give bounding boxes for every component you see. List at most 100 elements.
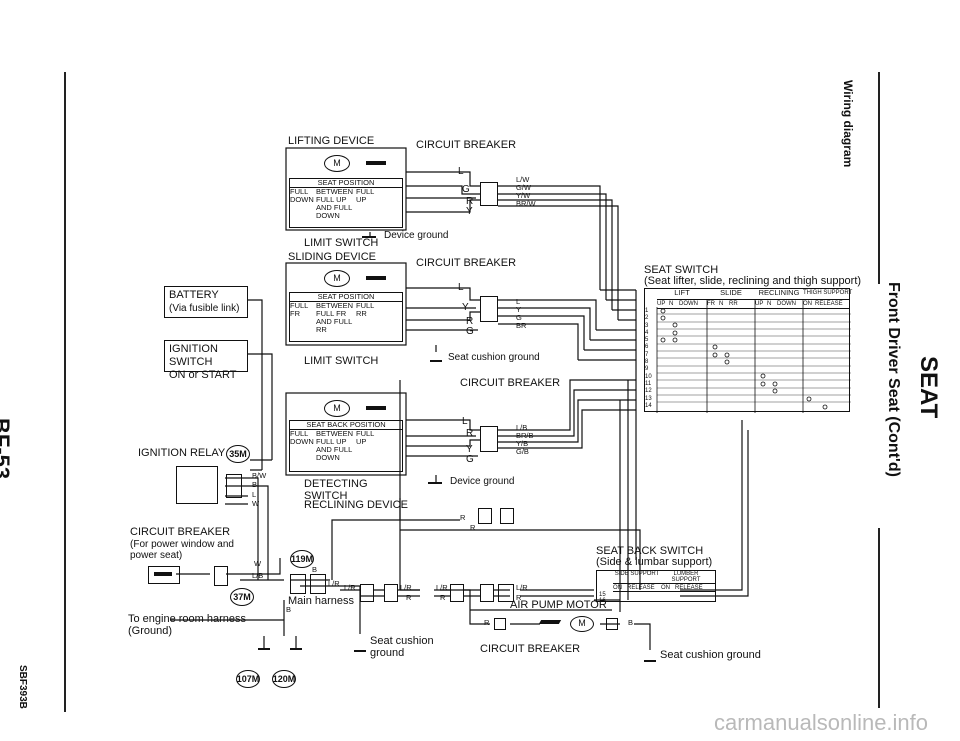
reclining-detect-label: DETECTING SWITCH <box>304 478 368 502</box>
sliding-ground-label: Seat cushion ground <box>448 352 540 363</box>
harness-connector-5 <box>498 584 514 602</box>
lifting-wire-g: G <box>462 184 470 195</box>
ss-col-9: DOWN <box>777 301 796 307</box>
lifting-conn-wire-2: G/W <box>516 183 531 192</box>
lifting-wire-l: L <box>458 166 464 177</box>
sliding-breaker-icon <box>366 276 386 280</box>
lifting-conn-wire-4: BR/W <box>516 199 536 208</box>
lifting-motor-icon: M <box>324 155 350 172</box>
main-harness-connector-b <box>310 574 326 594</box>
pw-wire-lb: L/B <box>252 571 264 580</box>
sliding-conn-wire-4: BR <box>516 321 527 330</box>
lifting-ground-icon <box>362 236 376 238</box>
relay-wire-bw: B/W <box>252 471 267 480</box>
sliding-ground-icon <box>430 350 442 362</box>
sliding-pos-title: SEAT POSITION <box>290 293 402 302</box>
harness-connector-1 <box>360 584 374 602</box>
relay-wire-w: W <box>252 499 260 508</box>
reclining-conn-wire-2: BR/B <box>516 431 534 440</box>
air-pump-connector-right <box>606 618 618 630</box>
ss-row-7: 7 <box>645 351 649 358</box>
pw-breaker-label: CIRCUIT BREAKER <box>130 526 231 538</box>
sliding-conn-wire-3: G <box>516 313 522 322</box>
ignition-relay-connector <box>226 474 242 498</box>
ss-col-5: N <box>719 301 724 307</box>
bs-col-3: ON <box>661 585 670 591</box>
sliding-pos-between: BETWEEN FULL FR AND FULL RR <box>316 301 354 334</box>
main-harness-connector-a <box>290 574 306 594</box>
ground-wire-b: B <box>286 605 292 614</box>
reclining-motor-icon: M <box>324 400 350 417</box>
sliding-device-label: SLIDING DEVICE <box>288 251 377 263</box>
lifting-pos-down: FULL DOWN <box>290 187 314 204</box>
pw-breaker-body <box>148 566 180 584</box>
sliding-motor-icon: M <box>324 270 350 287</box>
seat-switch-table: LIFT SLIDE RECLINING THIGH SUPPORT UP N … <box>644 288 852 413</box>
ss-row-8: 8 <box>645 359 649 366</box>
ss-col-2: N <box>669 301 674 307</box>
lifting-wire-y: Y <box>466 206 473 217</box>
right-border-line-bottom <box>878 528 880 708</box>
reclining-conn-wire-1: L/B <box>516 423 528 432</box>
back-switch-title: SEAT BACK SWITCH <box>596 545 704 557</box>
harness-wire-1: L/R <box>344 583 356 592</box>
air-pump-wire-b: B <box>628 618 634 627</box>
reclining-pos-title: SEAT BACK POSITION <box>290 421 402 430</box>
ss-row-3: 3 <box>645 322 649 329</box>
ss-col-7: UP <box>755 301 764 307</box>
main-harness-wire-lr: L/R <box>328 579 340 588</box>
sliding-wire-y: Y <box>462 302 469 313</box>
reclining-conn-wire-3: Y/B <box>516 439 529 448</box>
ss-col-8: N <box>767 301 772 307</box>
ss-col-1: UP <box>657 301 666 307</box>
air-pump-label: AIR PUMP MOTOR <box>510 599 607 611</box>
seat-ground-left-line2: ground <box>370 647 405 659</box>
reclining-ground-label: Device ground <box>450 476 515 487</box>
sliding-conn-wire-2: Y <box>516 305 522 314</box>
lifting-wire-r: R <box>466 196 474 207</box>
sliding-breaker-label: CIRCUIT BREAKER <box>416 257 517 269</box>
harness-connector-4 <box>480 584 494 602</box>
sliding-position-table: SEAT POSITION FULL FR BETWEEN FULL FR AN… <box>289 292 403 342</box>
connector-120m: 120M <box>272 670 296 688</box>
pw-breaker-connector <box>214 566 228 586</box>
ss-row-9: 9 <box>645 366 649 373</box>
ss-row-11: 11 <box>645 380 652 387</box>
lifting-conn-wire-1: L/W <box>516 175 530 184</box>
pw-breaker-sub2: power seat) <box>130 550 183 561</box>
seat-ground-left-line1: Seat cushion <box>370 635 434 647</box>
air-pump-breaker-label: CIRCUIT BREAKER <box>480 643 581 655</box>
harness-wire-4: L/R <box>436 583 448 592</box>
ground-note-line1: To engine room harness <box>128 613 247 625</box>
lifting-pos-title: SEAT POSITION <box>290 179 402 188</box>
harness-wire-5: R <box>440 593 446 602</box>
ss-row-10: 10 <box>645 373 652 380</box>
reclining-trunk-wire-lr: R <box>460 513 466 522</box>
main-harness-label: Main harness <box>288 595 355 607</box>
lifting-breaker-label: CIRCUIT BREAKER <box>416 139 517 151</box>
ss-group-slide: SLIDE <box>720 288 742 297</box>
reclining-breaker-icon <box>366 406 386 410</box>
harness-connector-3 <box>450 584 464 602</box>
ss-row-12: 12 <box>645 388 652 395</box>
lifting-position-table: SEAT POSITION FULL DOWN BETWEEN FULL UP … <box>289 178 403 228</box>
air-pump-connector-left <box>494 618 506 630</box>
sliding-wire-g: G <box>466 326 474 337</box>
sliding-pos-fr: FULL FR <box>290 301 309 318</box>
reclining-pos-between: BETWEEN FULL UP AND FULL DOWN <box>316 429 354 462</box>
lifting-breaker-icon <box>366 161 386 165</box>
reclining-wire-y: Y <box>466 444 473 455</box>
ss-group-lift: LIFT <box>674 288 690 297</box>
ignition-switch-label: IGNITION SWITCH <box>169 343 218 368</box>
seat-switch-contacts <box>656 299 851 413</box>
bs-col-1: ON <box>613 585 622 591</box>
harness-wire-3: R <box>406 593 412 602</box>
harness-connector-2 <box>384 584 398 602</box>
harness-wire-6: L/R <box>516 583 528 592</box>
connector-119m: 119M <box>290 550 314 568</box>
air-pump-motor-icon: M <box>570 616 594 632</box>
bs-group-lumber: LUMBER SUPPORT <box>671 571 701 583</box>
right-border-line-top <box>878 72 880 284</box>
lifting-connector <box>480 182 498 206</box>
